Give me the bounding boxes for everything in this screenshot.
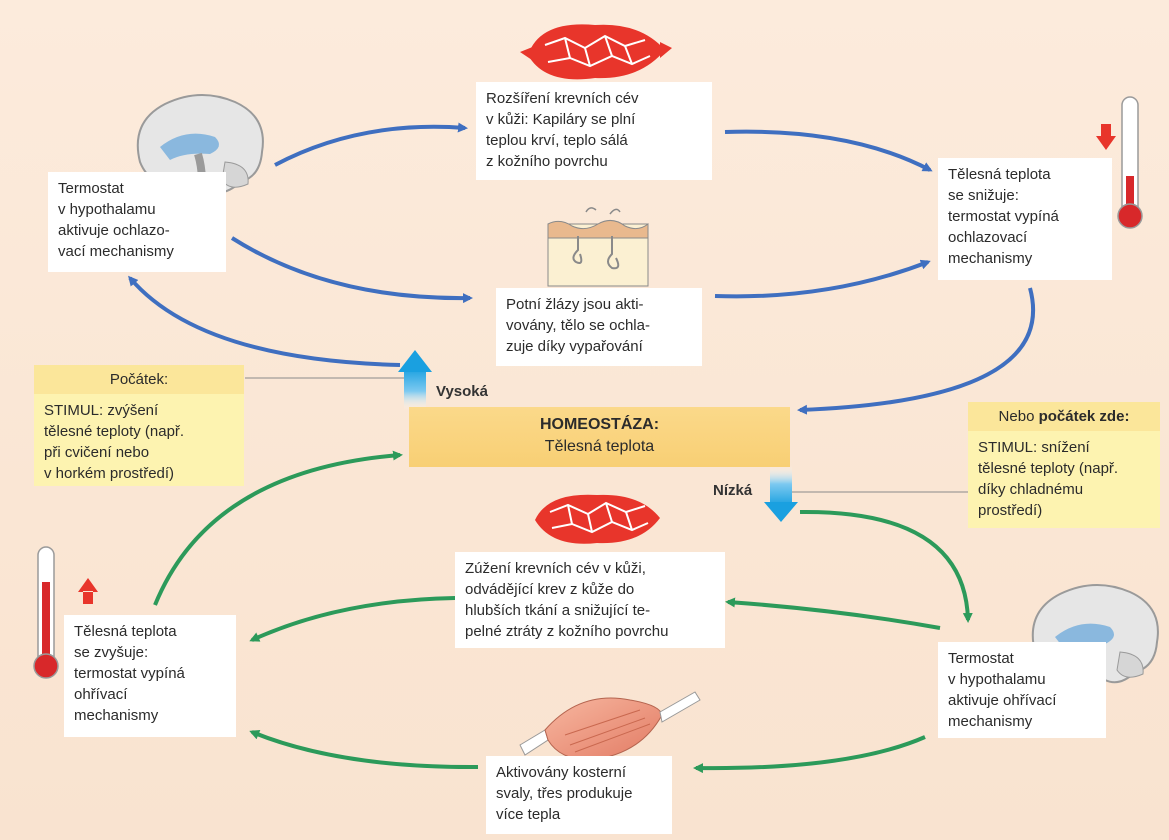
cooling-thermostat-line: aktivuje ochlazo- — [58, 222, 170, 239]
cooling-result-line: ochlazovací — [948, 229, 1028, 246]
cooling-thermostat-line: vací mechanismy — [58, 243, 174, 260]
thermometer-icon-right — [1096, 96, 1143, 229]
warming-vessels-line: hlubších tkání a snižující te- — [465, 602, 651, 619]
cooling-thermostat-line: v hypothalamu — [58, 201, 156, 218]
cooling-vessels-line: z kožního povrchu — [486, 153, 608, 170]
high-label: Vysoká — [436, 383, 488, 400]
warming-result-line: termostat vypíná — [74, 665, 185, 682]
arrow-thermostat-to-muscles — [693, 735, 926, 774]
warming-result-line: mechanismy — [74, 707, 159, 724]
cooling-result-line: termostat vypíná — [948, 208, 1059, 225]
warming-thermostat-line: aktivuje ohřívací — [948, 692, 1057, 709]
thermometer-icon-left — [33, 546, 98, 679]
warming-result-box: Tělesná teplota se zvyšuje: termostat vy… — [64, 615, 236, 737]
cooling-thermostat-box: Termostat v hypothalamu aktivuje ochlazo… — [48, 172, 226, 272]
arrow-thermostat-to-vessels — [274, 122, 468, 167]
arrow-vessels-to-result — [724, 129, 933, 172]
cooling-vessels-line: v kůži: Kapiláry se plní — [486, 111, 636, 128]
cooling-sweat-line: vovány, tělo se ochla- — [506, 317, 650, 334]
homeostasis-title: HOMEOSTÁZA: — [539, 416, 660, 433]
cooling-vessels-box: Rozšíření krevních cév v kůži: Kapiláry … — [476, 82, 712, 180]
cooling-vessels-line: Rozšíření krevních cév — [486, 90, 639, 107]
arrow-down-icon — [764, 466, 798, 522]
stimulus-box-right: Nebo počátek zde: STIMUL: snížení tělesn… — [968, 402, 1160, 528]
stimulus-left-line: tělesné teploty (např. — [44, 423, 185, 440]
low-label: Nízká — [713, 482, 753, 499]
stimulus-right-header-prefix: Nebo — [998, 408, 1039, 425]
stimulus-right-line: STIMUL: snížení — [978, 439, 1090, 456]
arrow-constriction-to-result — [249, 596, 456, 642]
arrow-up-icon — [398, 350, 432, 410]
warming-thermostat-line: Termostat — [948, 650, 1014, 667]
homeostasis-subtitle: Tělesná teplota — [544, 438, 655, 455]
cooling-sweat-line: zuje díky vypařování — [506, 338, 643, 355]
cooling-result-line: mechanismy — [948, 250, 1033, 267]
stimulus-left-line: STIMUL: zvýšení — [44, 402, 159, 419]
muscle-icon — [519, 691, 701, 761]
arrow-muscles-to-result — [249, 730, 479, 770]
arrow-sweat-to-result — [714, 259, 931, 299]
warming-vessels-line: pelné ztráty z kožního povrchu — [465, 623, 669, 640]
stimulus-right-header: Nebo počátek zde: — [968, 402, 1160, 431]
warming-vessels-line: Zúžení krevních cév v kůži, — [465, 560, 646, 577]
arrow-result-to-homeostasis — [797, 287, 1036, 415]
cooling-thermostat-line: Termostat — [58, 180, 124, 197]
warming-thermostat-box: Termostat v hypothalamu aktivuje ohřívac… — [938, 642, 1106, 738]
warming-thermostat-line: v hypothalamu — [948, 671, 1046, 688]
skin-sweat-gland-icon — [547, 207, 649, 287]
warming-result-line: ohřívací — [74, 686, 128, 703]
warming-muscles-line: svaly, třes produkuje — [496, 785, 633, 802]
stimulus-left-line: v horkém prostředí) — [44, 465, 175, 482]
arrow-thermostat-to-sweat — [230, 236, 473, 304]
stimulus-right-header-bold: počátek zde: — [1038, 408, 1130, 425]
stimulus-right-line: tělesné teploty (např. — [978, 460, 1119, 477]
arrow-result-to-homeostasis-warm — [153, 450, 403, 606]
stimulus-box-left: Počátek: STIMUL: zvýšení tělesné teploty… — [34, 365, 244, 486]
stimulus-right-line: díky chladnému — [978, 481, 1084, 498]
arrow-thermostat-to-constriction — [725, 597, 941, 630]
warming-result-line: se zvyšuje: — [74, 644, 149, 661]
cooling-result-line: se snižuje: — [948, 187, 1019, 204]
blood-vessel-icon-constricted — [535, 494, 660, 544]
warming-vessels-box: Zúžení krevních cév v kůži, odvádějící k… — [455, 552, 725, 648]
cooling-result-line: Tělesná teplota — [948, 166, 1051, 183]
warming-vessels-line: odvádějící krev z kůže do — [465, 581, 635, 598]
cooling-vessels-line: teplou krví, teplo sálá — [486, 132, 628, 149]
stimulus-right-line: prostředí) — [978, 502, 1043, 519]
homeostasis-box: HOMEOSTÁZA: Tělesná teplota — [409, 407, 790, 467]
cooling-sweat-box: Potní žlázy jsou akti- vovány, tělo se o… — [496, 288, 702, 366]
warming-thermostat-line: mechanismy — [948, 713, 1033, 730]
arrow-stimulus-to-thermostat — [128, 275, 401, 367]
warming-muscles-box: Aktivovány kosterní svaly, třes produkuj… — [486, 756, 672, 834]
cooling-result-box: Tělesná teplota se snižuje: termostat vy… — [938, 158, 1112, 280]
warming-muscles-line: více tepla — [496, 806, 561, 823]
warming-result-line: Tělesná teplota — [74, 623, 177, 640]
warming-muscles-line: Aktivovány kosterní — [496, 764, 627, 781]
cooling-sweat-line: Potní žlázy jsou akti- — [506, 296, 644, 313]
arrow-stimulus-to-thermostat-warm — [799, 509, 973, 623]
stimulus-left-line: při cvičení nebo — [44, 444, 150, 461]
stimulus-left-header: Počátek: — [34, 365, 244, 394]
blood-vessel-icon-dilated — [520, 24, 672, 80]
